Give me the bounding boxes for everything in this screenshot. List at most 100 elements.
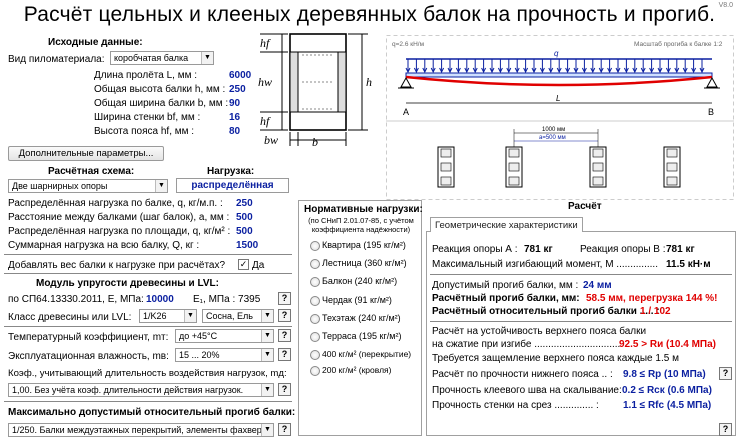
load-arrow-head: [581, 67, 587, 74]
reaction-a-label: Реакция опоры А :: [432, 244, 518, 255]
load-arrow-head: [539, 67, 545, 74]
load-arrow-head: [523, 67, 529, 74]
load-value[interactable]: 250: [236, 198, 253, 209]
duration-label: Коэф., учитывающий длительность воздейст…: [8, 368, 287, 379]
load-arrow-head: [430, 67, 436, 74]
load-arrow-head: [657, 67, 663, 74]
param-value[interactable]: 250: [229, 84, 246, 95]
modulus-e1: E₁, МПа : 7395: [193, 294, 261, 305]
load-arrow-head: [447, 67, 453, 74]
load-arrow-head: [405, 67, 411, 74]
deflection-limit-help-button[interactable]: ?: [278, 423, 291, 436]
wall-shear-value: 1.1 ≤ Rfc (4.5 МПа): [623, 400, 712, 411]
hw-label: hw: [258, 75, 272, 89]
wood-class-select[interactable]: 1/K26 ▼: [139, 309, 197, 323]
chevron-down-icon: ▼: [155, 180, 167, 192]
own-weight-label: Добавлять вес балки к нагрузке при расчё…: [8, 260, 226, 271]
wood-species-select[interactable]: Сосна, Ель ▼: [202, 309, 274, 323]
load-arrow-head: [489, 67, 495, 74]
load-arrow-head: [649, 67, 655, 74]
deflection-limit-header: Максимально допустимый относительный про…: [8, 407, 296, 418]
load-value[interactable]: 500: [236, 212, 253, 223]
norm-load-radio[interactable]: [310, 241, 320, 251]
load-value[interactable]: 500: [236, 226, 253, 237]
stability-label-2: на сжатие при изгибе ...................…: [432, 339, 621, 350]
reaction-b-value: 781 кг: [666, 244, 695, 255]
rel-deflection-label: Расчётный относительный прогиб балки ...…: [432, 306, 660, 317]
load-arrow-head: [506, 67, 512, 74]
chevron-down-icon: ▼: [201, 52, 213, 64]
norm-load-radio[interactable]: [310, 366, 320, 376]
norm-load-radio[interactable]: [310, 259, 320, 270]
param-label: Ширина стенки bf, мм :: [94, 112, 201, 123]
cross-section-diagram: hf hw hf bw h b: [258, 33, 372, 148]
wood-class-help-button[interactable]: ?: [278, 309, 291, 322]
b-label: b: [312, 135, 318, 148]
wood-class-value: 1/K26: [143, 311, 167, 321]
spacing-label: 1000 мм: [542, 127, 565, 133]
q-label: q: [554, 49, 559, 58]
load-label: Расстояние между балками (шаг балок), a,…: [8, 212, 230, 223]
humidity-select[interactable]: 15 ... 20% ▼: [175, 348, 274, 362]
modulus-help-button[interactable]: ?: [278, 292, 291, 305]
chevron-down-icon: ▼: [261, 330, 273, 342]
load-arrow-head: [422, 67, 428, 74]
board-label: a=500 мм: [539, 135, 566, 141]
lower-chord-help-button[interactable]: ?: [719, 367, 732, 380]
own-weight-checkbox[interactable]: ✓: [238, 259, 249, 270]
load-arrow-head: [464, 67, 470, 74]
load-arrow-head: [640, 67, 646, 74]
extra-params-button[interactable]: Дополнительные параметры...: [8, 146, 164, 161]
temperature-select[interactable]: до +45°С ▼: [175, 329, 274, 343]
norm-load-radio[interactable]: [310, 277, 320, 288]
load-value[interactable]: 1500: [236, 240, 259, 251]
param-value[interactable]: 16: [229, 112, 241, 123]
modulus-header: Модуль упругости древесины и LVL:: [36, 278, 219, 289]
duration-value: 1,00. Без учёта коэф. длительности дейст…: [12, 385, 244, 395]
humidity-value: 15 ... 20%: [179, 350, 220, 360]
wood-species-value: Сосна, Ель: [206, 311, 253, 321]
norm-load-label: Балкон (240 кг/м²): [322, 276, 398, 287]
load-arrow-head: [682, 67, 688, 74]
material-select-value: коробчатая балка: [114, 53, 189, 63]
calc-help-button[interactable]: ?: [719, 423, 732, 436]
allowed-deflection-value: 24 мм: [583, 280, 612, 291]
param-value[interactable]: 80: [229, 126, 241, 137]
modulus-value[interactable]: 10000: [146, 294, 174, 305]
plan-beam: [505, 146, 523, 188]
load-arrow-head: [632, 67, 638, 74]
version-label: V8.0: [718, 2, 733, 9]
norm-load-label: Техэтаж (240 кг/м²): [322, 312, 401, 323]
norm-load-radio[interactable]: [310, 332, 320, 342]
duration-help-button[interactable]: ?: [278, 383, 291, 396]
calc-deflection-value: 58.5 мм, перегрузка 144 %!: [586, 293, 718, 304]
param-value[interactable]: 90: [229, 98, 241, 109]
param-value[interactable]: 6000: [229, 70, 252, 81]
load-type-field[interactable]: распределённая: [176, 178, 289, 193]
norm-load-radio[interactable]: [310, 350, 320, 360]
plan-beam: [437, 146, 455, 188]
humidity-help-button[interactable]: ?: [278, 348, 291, 361]
norm-load-radio[interactable]: [310, 295, 320, 306]
stability-label-1: Расчёт на устойчивость верхнего пояса ба…: [432, 326, 647, 337]
load-arrow-head: [607, 67, 613, 74]
divider: [430, 321, 732, 322]
duration-select[interactable]: 1,00. Без учёта коэф. длительности дейст…: [8, 383, 274, 397]
scheme-select[interactable]: Две шарнирных опоры ▼: [8, 179, 168, 193]
scheme-select-value: Две шарнирных опоры: [12, 181, 108, 191]
temperature-help-button[interactable]: ?: [278, 329, 291, 342]
bw-label: bw: [264, 133, 278, 147]
norm-load-radio[interactable]: [310, 313, 320, 324]
scheme-header: Расчётная схема:: [48, 166, 135, 177]
material-select[interactable]: коробчатая балка ▼: [110, 51, 214, 65]
glue-label: Прочность клеевого шва на скалывание:: [432, 385, 622, 396]
hf-top-label: hf: [260, 36, 271, 50]
divider: [4, 254, 292, 255]
material-label: Вид пиломатериала:: [8, 54, 105, 65]
deflection-limit-select[interactable]: 1/250. Балки междуэтажных перекрытий, эл…: [8, 423, 274, 437]
modulus-label: по СП64.13330.2011, E, МПа:: [8, 294, 144, 305]
norm-loads-panel: [298, 200, 422, 436]
load-arrow-head: [615, 67, 621, 74]
tab-geometry[interactable]: Геометрические характеристики: [430, 217, 583, 232]
support-b-label: B: [708, 107, 714, 117]
